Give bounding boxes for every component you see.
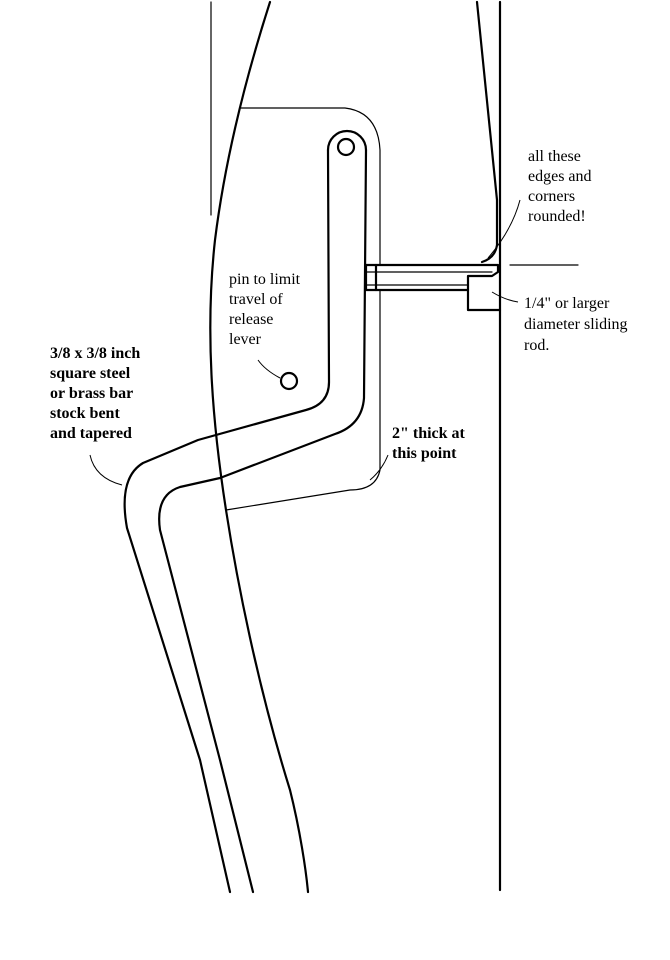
label-rounded: all these edges and corners rounded! — [528, 148, 596, 225]
leader-rod — [491, 291, 519, 303]
stave-diagonal-edge — [475, 0, 499, 264]
slot-outline — [364, 263, 502, 312]
frame-outline — [210, 1, 381, 511]
leader-thickness — [369, 454, 389, 481]
rod-body — [364, 263, 470, 292]
limit-pin-icon — [279, 371, 299, 391]
label-rod: 1/4" or larger diameter sliding rod. — [524, 295, 632, 354]
riser-outline — [209, 0, 310, 894]
label-bar-stock: 3/8 x 3/8 inch square steel or brass bar… — [50, 345, 144, 442]
lever-pivot-hole-icon — [336, 137, 356, 157]
sliding-rod-assembly — [364, 263, 579, 312]
frame-top-right-corner — [239, 107, 381, 266]
label-thickness: 2" thick at this point — [392, 425, 469, 462]
lever-right-edge — [158, 148, 368, 894]
leader-bar-stock — [89, 454, 123, 486]
lever-left-edge — [123, 148, 331, 894]
right-stave — [475, 0, 502, 892]
label-pin: pin to limit travel of release lever — [229, 271, 304, 348]
lever-top-cap — [326, 129, 368, 152]
leader-pin — [257, 359, 281, 379]
riser-outer-line — [209, 0, 310, 894]
lever-bar-stock — [123, 129, 368, 894]
leader-rounded — [487, 199, 521, 259]
leader-lines — [89, 199, 521, 486]
